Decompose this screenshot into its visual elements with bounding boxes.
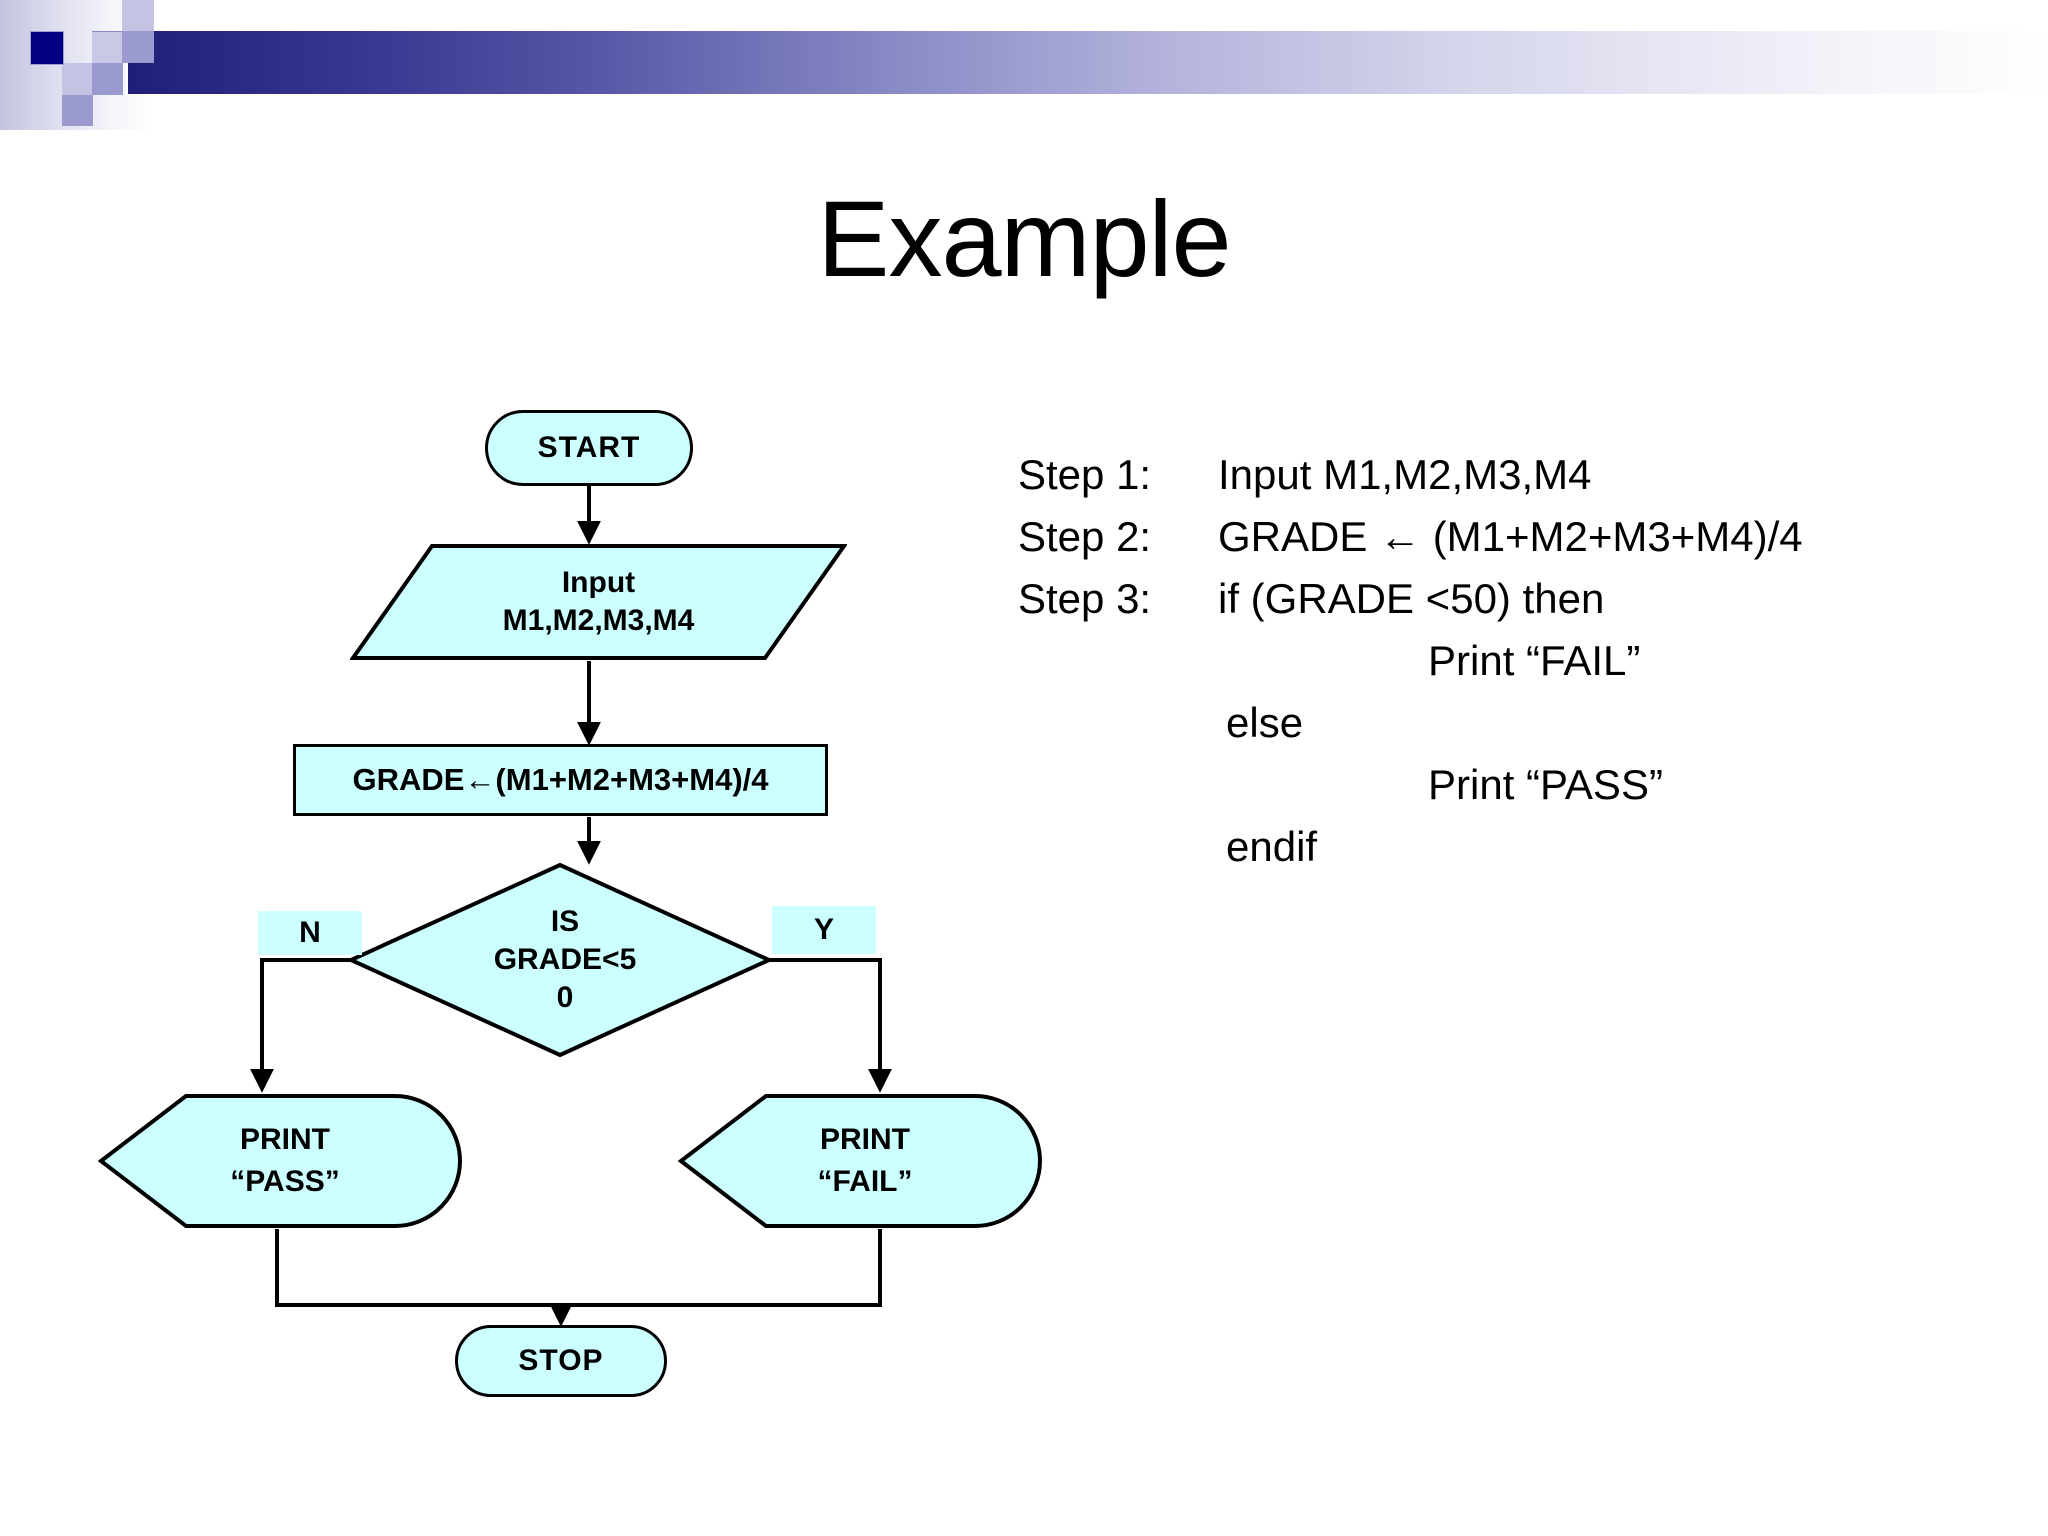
edge-print-nodes-join bbox=[275, 1229, 882, 1307]
edge-decision-yes-to-print-fail bbox=[770, 958, 892, 1093]
pseudocode-line-2-text: GRADE ← (M1+M2+M3+M4)/4 bbox=[1218, 513, 1803, 560]
flow-edge-label-no: N bbox=[258, 911, 362, 955]
header-square-lavender-top bbox=[122, 0, 154, 31]
flow-node-start[interactable] bbox=[485, 410, 693, 486]
pseudocode-line-4: Print “FAIL” bbox=[1018, 630, 1998, 692]
pseudocode-line-1-text: Input M1,M2,M3,M4 bbox=[1218, 451, 1592, 498]
pseudocode-line-3-step: Step 3: bbox=[1018, 575, 1152, 622]
flow-edge-label-yes: Y bbox=[772, 906, 876, 954]
header-square-navy bbox=[30, 31, 64, 65]
pseudocode-line-3: Step 3: if (GRADE <50) then bbox=[1018, 568, 1998, 630]
edge-decision-no-to-print-pass bbox=[250, 958, 350, 1093]
pseudocode-line-1: Step 1: Input M1,M2,M3,M4 bbox=[1018, 444, 1998, 506]
header-square-medium-bottom bbox=[62, 95, 93, 126]
pseudocode-line-7-text: endif bbox=[1226, 823, 1318, 870]
pseudocode-line-2: Step 2: GRADE ← (M1+M2+M3+M4)/4 bbox=[1018, 506, 1998, 568]
pseudocode-line-4-text: Print “FAIL” bbox=[1428, 637, 1641, 684]
header-square-medium-middle bbox=[92, 63, 123, 95]
flow-node-stop[interactable] bbox=[455, 1325, 667, 1397]
pseudocode-line-5: else bbox=[1018, 692, 1998, 754]
slide-header-decoration bbox=[0, 0, 2048, 130]
flow-node-print-pass[interactable] bbox=[98, 1093, 466, 1229]
pseudocode-line-2-step: Step 2: bbox=[1018, 513, 1152, 560]
flow-node-decision[interactable] bbox=[348, 862, 772, 1058]
header-square-lavender-left bbox=[92, 31, 123, 64]
pseudocode-line-6-text: Print “PASS” bbox=[1428, 761, 1663, 808]
flow-node-print-fail[interactable] bbox=[678, 1093, 1046, 1229]
header-square-medium-upper bbox=[122, 31, 154, 63]
flowchart-diagram: START Input M1,M2,M3,M4 GRADE←(M1+M2+M3+… bbox=[0, 0, 1042, 1536]
page-title: Example bbox=[817, 178, 1231, 299]
pseudocode-line-1-step: Step 1: bbox=[1018, 451, 1152, 498]
pseudocode-block: Step 1: Input M1,M2,M3,M4 Step 2: GRADE … bbox=[1018, 444, 1998, 878]
pseudocode-line-6: Print “PASS” bbox=[1018, 754, 1998, 816]
header-square-lavender-lower bbox=[62, 63, 93, 95]
pseudocode-line-7: endif bbox=[1018, 816, 1998, 878]
pseudocode-line-5-text: else bbox=[1226, 699, 1304, 746]
header-gradient-bar bbox=[128, 31, 2048, 94]
flow-node-process[interactable] bbox=[293, 744, 828, 816]
flow-node-input[interactable] bbox=[350, 543, 847, 661]
pseudocode-line-3-text: if (GRADE <50) then bbox=[1218, 575, 1605, 622]
